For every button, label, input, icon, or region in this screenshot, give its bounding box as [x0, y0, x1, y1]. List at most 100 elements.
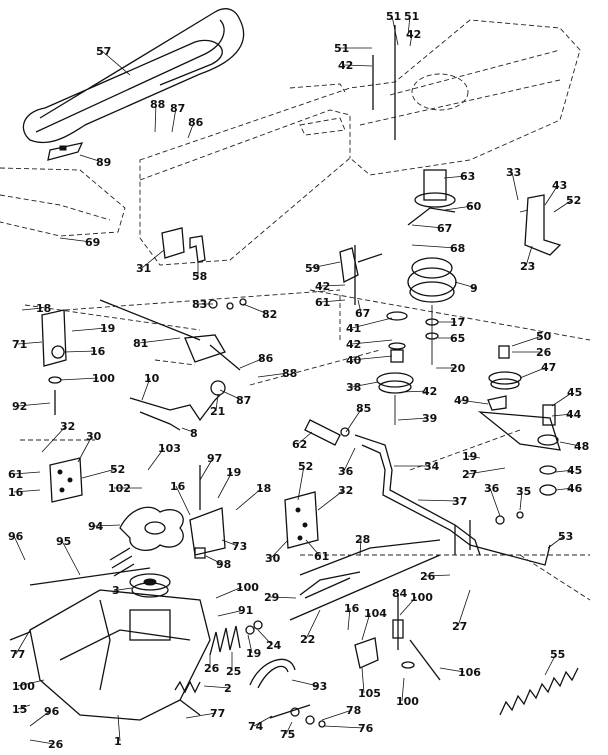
callout-leader-line [13, 535, 26, 561]
part-number-label: 2 [224, 682, 232, 695]
part-number-label: 38 [346, 381, 361, 394]
part-callout: 32 [41, 420, 75, 453]
part-callout: 49 [454, 394, 489, 407]
callout-leader-line [444, 205, 473, 211]
callout-leader-line [297, 465, 305, 501]
part-number-label: 21 [210, 405, 225, 418]
callout-leader-line [399, 596, 417, 616]
callout-leader-line [217, 471, 233, 499]
callout-leader-line [217, 609, 245, 617]
part-number-label: 18 [256, 482, 271, 495]
part-number-label: 106 [458, 666, 481, 679]
part-callout: 48 [559, 440, 589, 453]
callout-leader-line [544, 653, 557, 676]
callout-leader-line [29, 710, 51, 727]
callout-leader-line [181, 427, 197, 434]
callout-leader-line [457, 589, 471, 627]
callout-leader-line [443, 175, 467, 179]
callout-leader-line [305, 539, 321, 557]
part-number-label: 59 [305, 262, 320, 275]
part-callout: 42 [406, 28, 421, 47]
part-number-label: 67 [355, 307, 370, 320]
callout-leader-line [13, 489, 41, 493]
part-callout: 98 [205, 555, 231, 571]
part-number-label: 20 [450, 362, 466, 375]
callout-leader-line [215, 586, 243, 599]
part-number-label: 91 [238, 604, 253, 617]
callout-leader-line [489, 487, 501, 517]
callout-leader-line [147, 447, 165, 471]
part-callout: 16 [63, 345, 106, 358]
part-callout: 23 [520, 245, 535, 273]
callout-leader-line [411, 244, 457, 249]
part-number-label: 96 [44, 705, 60, 718]
callout-leader-line [215, 393, 219, 412]
callout-leader-line [203, 685, 231, 689]
steering-bracket-23 [519, 194, 562, 256]
callout-leader-line [269, 596, 297, 599]
callout-leader-line [41, 425, 67, 453]
part-number-label: 71 [12, 338, 27, 351]
part-callout: 82 [242, 303, 277, 321]
part-number-label: 75 [280, 728, 295, 741]
callout-leader-line [17, 341, 43, 345]
part-callout: 21 [210, 393, 225, 418]
part-number-label: 16 [8, 486, 24, 499]
part-number-label: 102 [108, 482, 131, 495]
callout-leader-line [17, 704, 31, 710]
part-callout: 62 [292, 431, 313, 451]
part-callout: 19 [71, 322, 115, 335]
part-number-label: 28 [355, 533, 370, 546]
callout-leader-line [21, 307, 43, 311]
part-number-label: 60 [466, 200, 482, 213]
part-callout: 103 [147, 442, 181, 471]
callout-leader-line [154, 103, 157, 133]
part-number-label: 33 [506, 166, 521, 179]
part-callout: 37 [417, 495, 467, 508]
callout-leader-line [219, 389, 243, 401]
part-callout: 38 [346, 381, 379, 394]
fan-94 [119, 506, 184, 551]
callout-leader-line [321, 709, 353, 721]
part-number-label: 61 [314, 550, 329, 563]
part-callout: 59 [305, 261, 341, 275]
part-callout: 16 [8, 486, 41, 499]
part-callout: 18 [21, 302, 51, 315]
callout-leader-line [411, 224, 444, 229]
part-number-label: 81 [133, 337, 148, 350]
part-callout: 52 [297, 460, 313, 501]
part-number-label: 36 [484, 482, 500, 495]
part-number-label: 105 [358, 687, 381, 700]
part-number-label: 26 [536, 346, 552, 359]
part-callout: 31 [136, 249, 165, 275]
idler-bracket-59 [339, 247, 383, 283]
part-callout: 41 [346, 317, 393, 335]
part-callout: 26 [204, 655, 220, 675]
part-number-label: 26 [204, 662, 220, 675]
callout-leader-line [511, 335, 543, 347]
part-number-label: 35 [516, 485, 531, 498]
part-number-label: 32 [60, 420, 75, 433]
part-callout: 84 [392, 587, 408, 610]
callout-leader-line [101, 50, 131, 76]
callout-leader-line [439, 667, 465, 673]
part-callout: 2 [203, 682, 232, 695]
part-number-label: 27 [462, 468, 477, 481]
part-callout: 26 [512, 346, 552, 359]
callout-leader-line [467, 455, 481, 459]
part-callout: 63 [443, 170, 475, 183]
part-number-label: 32 [338, 484, 353, 497]
part-number-label: 52 [298, 460, 313, 473]
part-callout: 61 [315, 296, 346, 309]
callout-leader-line [320, 299, 346, 303]
part-callout: 45 [555, 464, 582, 477]
part-callout: 51 [386, 10, 401, 46]
spring-55 [499, 667, 579, 716]
part-callout: 87 [170, 102, 185, 133]
part-number-label: 67 [437, 222, 452, 235]
part-callout: 100 [215, 581, 259, 599]
part-number-label: 93 [312, 680, 327, 693]
tie-rod-34-37 [354, 434, 551, 566]
part-number-label: 25 [226, 665, 241, 678]
drag-link-28 [299, 539, 441, 599]
